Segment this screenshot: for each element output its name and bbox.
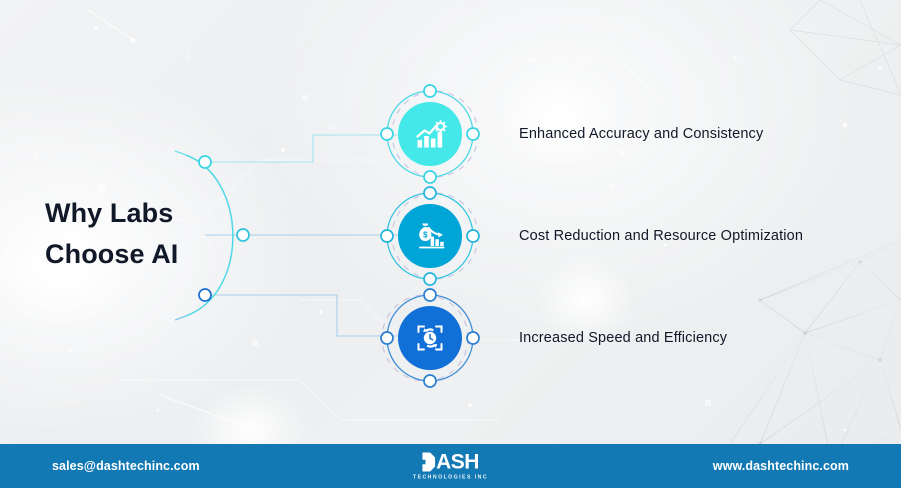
footer-email[interactable]: sales@dashtechinc.com — [52, 459, 200, 473]
badge-rings — [380, 84, 480, 184]
icon-disc: $ — [398, 204, 462, 268]
ring-node-right — [466, 229, 480, 243]
left-arc-tip-bottom — [174, 315, 187, 321]
ring-node-top — [423, 288, 437, 302]
growth-chart-gear-icon — [416, 120, 447, 148]
feature-label: Cost Reduction and Resource Optimization — [519, 228, 804, 244]
ring-node-right — [466, 331, 480, 345]
feature-label: Increased Speed and Efficiency — [519, 330, 728, 346]
feature-badge — [378, 80, 488, 188]
footer-website[interactable]: www.dashtechinc.com — [712, 459, 849, 473]
arc-node-top — [198, 155, 212, 169]
feature-item: $ Cost Reduction and Resource Optimizati… — [378, 182, 898, 290]
ring-node-left — [380, 331, 394, 345]
footer-bar: sales@dashtechinc.com ASH TECHNOLOGIES I… — [0, 444, 901, 488]
page-title: Why Labs Choose AI — [45, 198, 179, 270]
ring-node-top — [423, 84, 437, 98]
ring-node-top — [423, 186, 437, 200]
money-bag-declining-chart-icon: $ — [419, 223, 445, 249]
logo-tagline: TECHNOLOGIES INC — [412, 474, 489, 481]
feature-label: Enhanced Accuracy and Consistency — [519, 126, 764, 142]
ring-node-bottom — [423, 170, 437, 184]
ring-node-bottom — [423, 374, 437, 388]
badge-rings — [380, 186, 480, 286]
clock-refresh-scan-icon — [417, 325, 443, 351]
ring-node-bottom — [423, 272, 437, 286]
badge-rings — [380, 288, 480, 388]
ring-node-left — [380, 229, 394, 243]
ring-node-left — [380, 127, 394, 141]
feature-badge: $ — [378, 182, 488, 290]
feature-item: Enhanced Accuracy and Consistency — [378, 80, 898, 188]
icon-disc — [398, 306, 462, 370]
logo-word-text: ASH — [436, 450, 479, 474]
svg-text:$: $ — [423, 230, 428, 239]
dash-d-mark-icon — [422, 452, 436, 472]
footer-logo: ASH TECHNOLOGIES INC — [413, 452, 488, 481]
arc-node-bottom — [198, 288, 212, 302]
logo-wordmark: ASH — [422, 452, 479, 473]
left-arc-tip-top — [174, 150, 187, 156]
icon-disc — [398, 102, 462, 166]
feature-badge — [378, 284, 488, 392]
feature-item: Increased Speed and Efficiency — [378, 284, 898, 392]
ring-node-right — [466, 127, 480, 141]
